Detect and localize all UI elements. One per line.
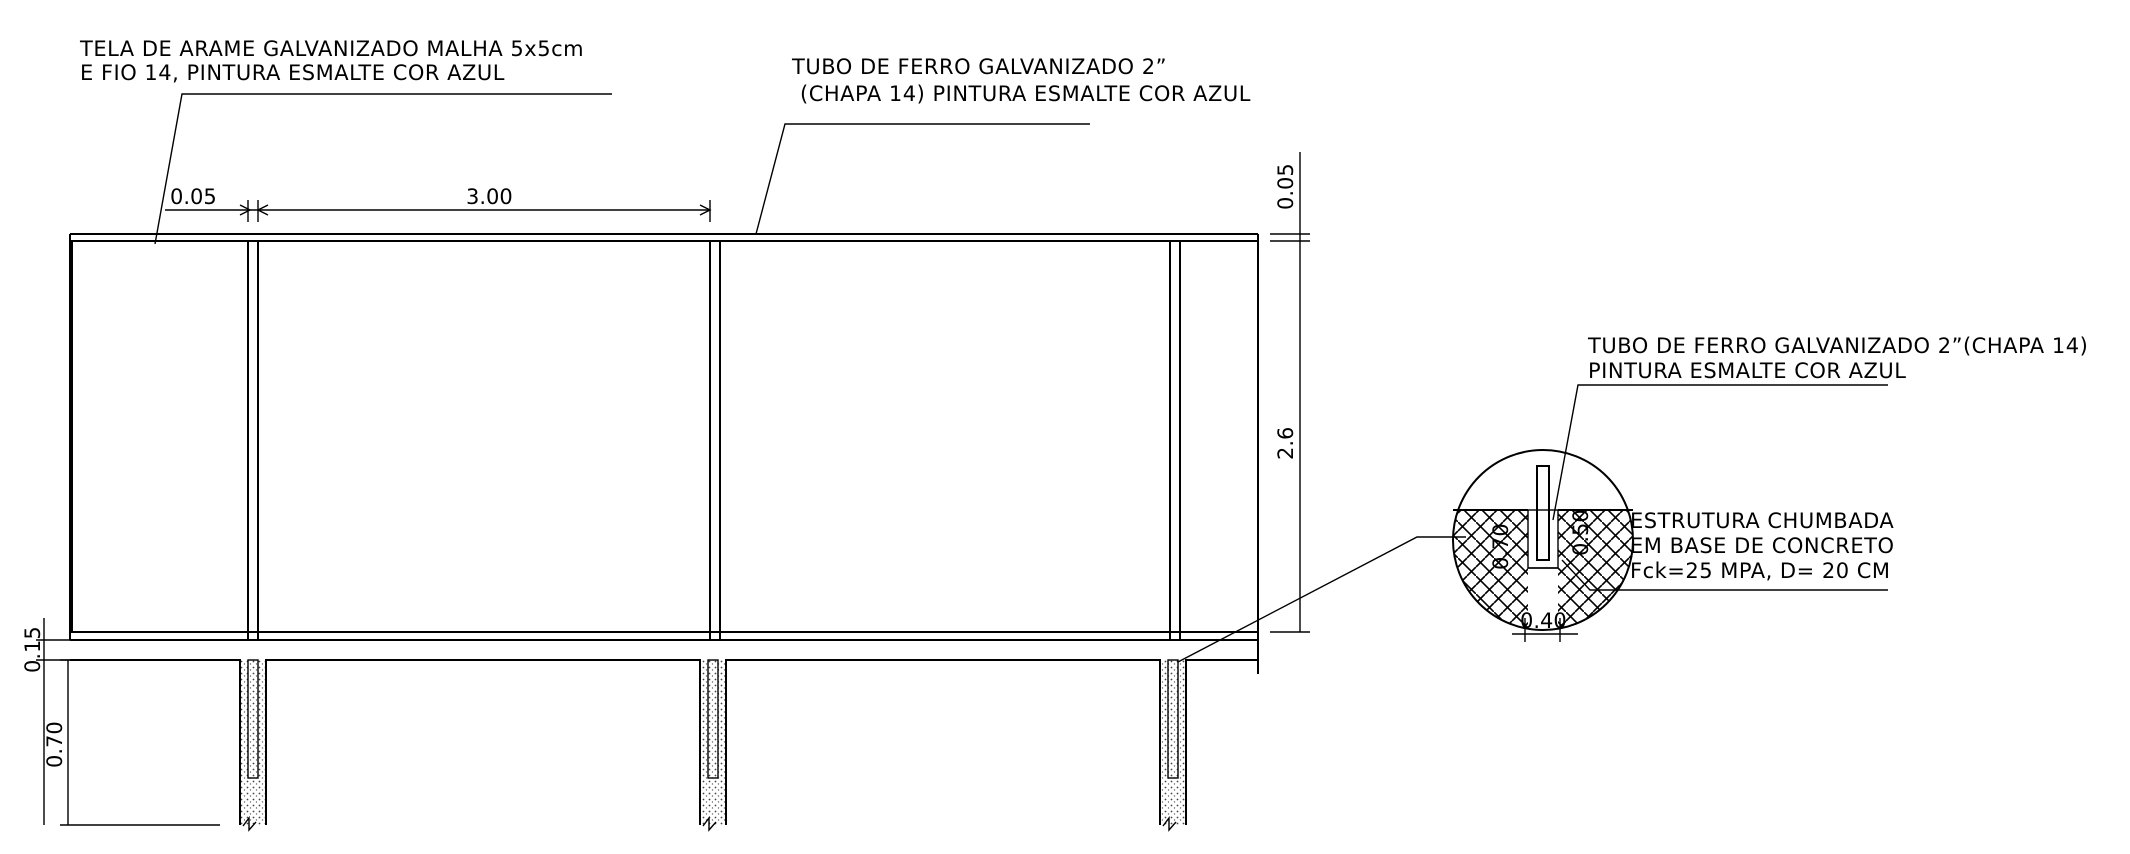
dim-embed-depth: 0.70 <box>43 721 67 768</box>
mesh-panel-4 <box>1179 240 1259 633</box>
base-note-line3: Fck=25 MPA, D= 20 CM <box>1630 559 1891 583</box>
detail-circle <box>1452 449 1634 631</box>
base-mid-1 <box>265 659 701 825</box>
mesh-leader <box>154 93 612 245</box>
pipe-note-line2: (CHAPA 14) PINTURA ESMALTE COR AZUL <box>800 82 1251 106</box>
footing-1 <box>239 659 267 832</box>
footing-2 <box>699 659 727 832</box>
detail-pipe <box>1536 465 1550 561</box>
pipe-leader <box>755 123 1090 235</box>
base-mid-2 <box>725 659 1161 825</box>
fence-elevation <box>69 233 1259 832</box>
base-note-line2: EM BASE DE CONCRETO <box>1630 534 1895 558</box>
dim-top-offset: 0.05 <box>1274 163 1298 210</box>
base-right <box>1185 659 1258 825</box>
detail-pipe-leader <box>1552 384 1888 521</box>
detail-base-leader <box>1561 559 1888 591</box>
detail-dim-outer: 0.70 <box>1489 523 1513 570</box>
detail-callout-leader <box>1177 536 1466 663</box>
post-3 <box>1169 241 1181 640</box>
dim-base-gap: 0.15 <box>21 626 45 673</box>
mesh-panel-2 <box>257 240 711 633</box>
dim-panel-width: 3.00 <box>466 185 513 209</box>
dim-fence-height: 2.6 <box>1274 427 1298 460</box>
mesh-note: TELA DE ARAME GALVANIZADO MALHA 5x5cm E … <box>79 37 612 245</box>
detail-dim-width: 0.40 <box>1520 609 1567 633</box>
footing-detail: 0.70 0.50 0.40 TUBO DE FERRO GALVANIZADO… <box>1177 334 2088 663</box>
pipe-note: TUBO DE FERRO GALVANIZADO 2” (CHAPA 14) … <box>755 55 1251 235</box>
mesh-note-line2: E FIO 14, PINTURA ESMALTE COR AZUL <box>80 61 505 85</box>
pipe-note-line1: TUBO DE FERRO GALVANIZADO 2” <box>791 55 1167 79</box>
post-1 <box>247 241 259 640</box>
detail-pipe-note-line2: PINTURA ESMALTE COR AZUL <box>1588 359 1907 383</box>
dim-post-gap: 0.05 <box>170 185 217 209</box>
base-left <box>70 659 241 825</box>
detail-pipe-note-line1: TUBO DE FERRO GALVANIZADO 2”(CHAPA 14) <box>1587 334 2088 358</box>
detail-dim-inner: 0.50 <box>1569 509 1593 556</box>
base-note-line1: ESTRUTURA CHUMBADA <box>1630 509 1894 533</box>
mesh-panel-3 <box>719 240 1171 633</box>
post-2 <box>709 241 721 640</box>
footing-3 <box>1159 659 1187 832</box>
dimension-lines <box>36 152 1310 826</box>
mesh-panel-1 <box>71 240 249 633</box>
mesh-note-line1: TELA DE ARAME GALVANIZADO MALHA 5x5cm <box>79 37 584 61</box>
